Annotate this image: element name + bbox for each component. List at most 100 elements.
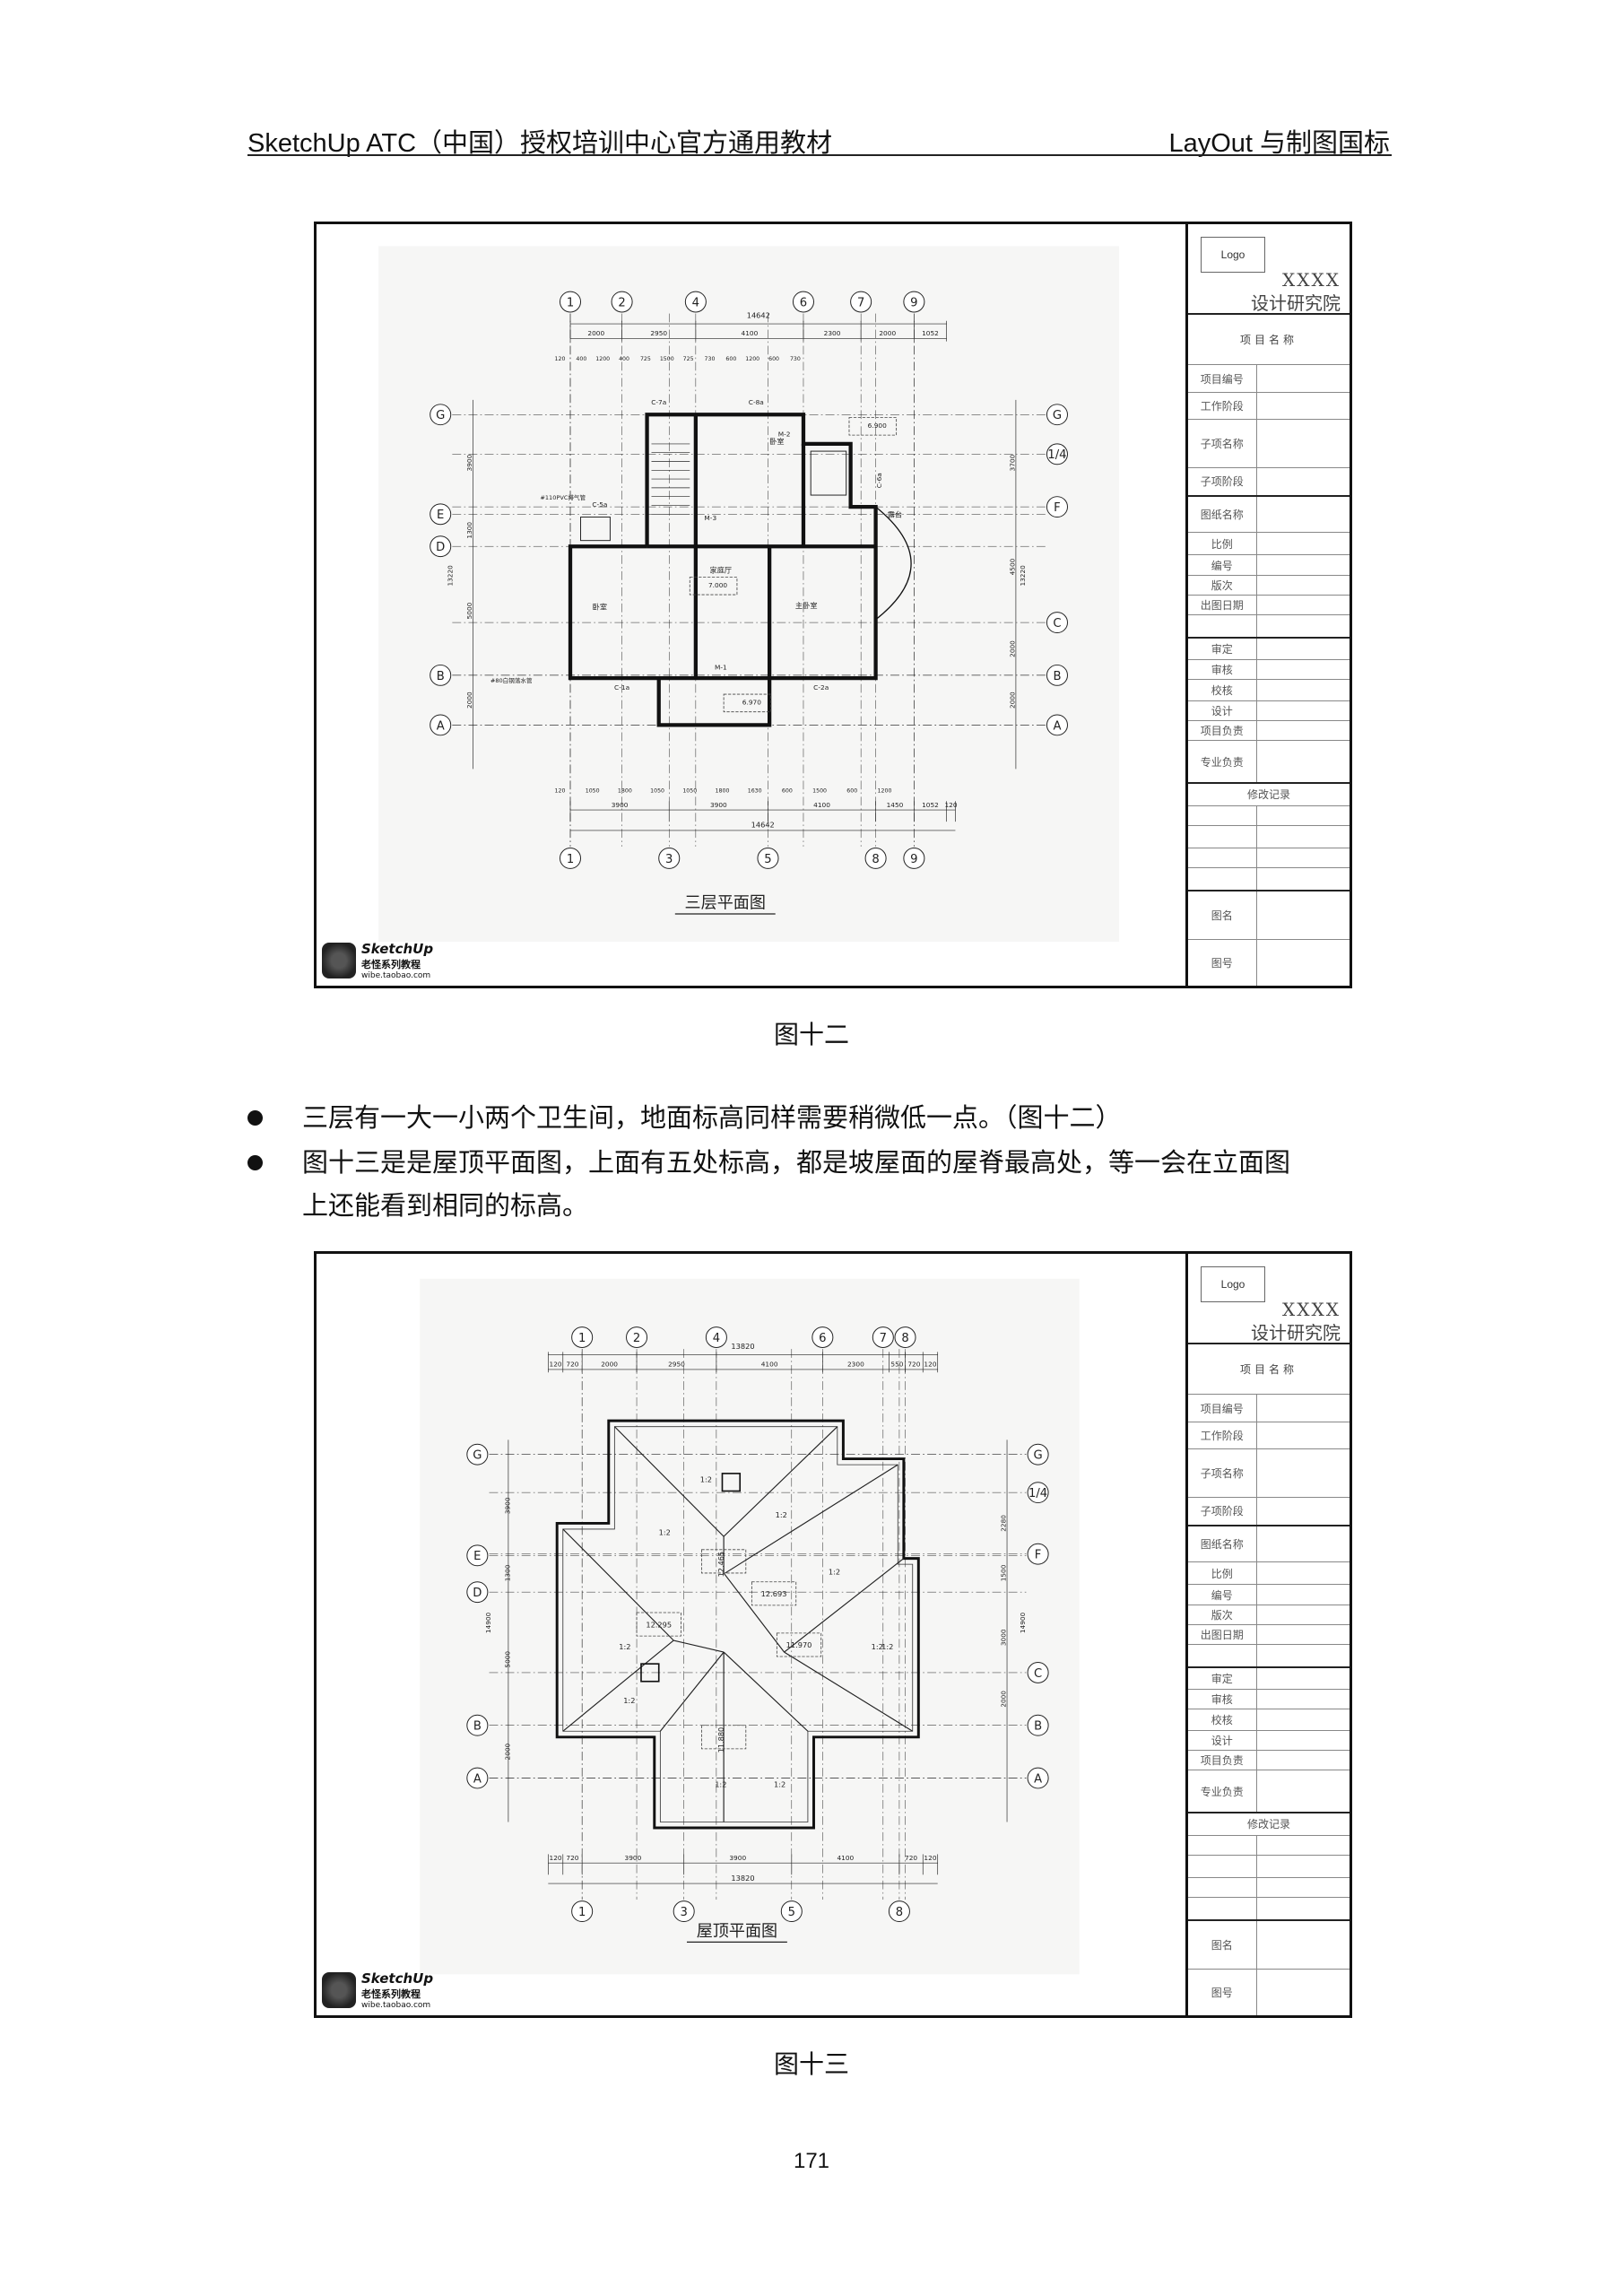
axis-bubble (894, 1326, 916, 1348)
title-block-value (1257, 1625, 1350, 1644)
title-block-label: 比例 (1188, 1562, 1257, 1585)
dimension-label: 14900 (484, 1612, 492, 1633)
dimension-label: 2000 (465, 691, 473, 709)
bullet-text-2: 图十三是是屋顶平面图，上面有五处标高，都是坡屋面的屋脊最高处，等一会在立面图 (302, 1147, 1291, 1178)
slope-label: 1:2 (872, 1642, 883, 1651)
roof-ridge-line (562, 1528, 674, 1641)
balcony-arc (875, 506, 912, 621)
slope-label: 1:2 (623, 1696, 635, 1705)
axis-label: 8 (896, 1906, 903, 1919)
title-block-label: 图号 (1188, 1970, 1257, 2015)
dimension-label: 3900 (625, 1854, 642, 1862)
axis-bubble (466, 1581, 489, 1604)
title-block-value (1257, 660, 1350, 679)
dimension-label: 600 (846, 788, 857, 795)
axis-label: 4 (692, 296, 699, 309)
title-block-label: 审核 (1188, 1689, 1257, 1709)
axis-bubble (430, 714, 452, 736)
dimension-label: 725 (683, 356, 694, 362)
dimension-label: 3900 (729, 1854, 746, 1862)
axis-label: 4 (713, 1332, 720, 1345)
elevation-box (723, 693, 772, 713)
title-block-value (1257, 393, 1350, 419)
axis-label: 6 (819, 1332, 826, 1345)
axis-label: C (1034, 1667, 1042, 1681)
opening-label: M-2 (778, 430, 791, 439)
dimension-label: 2950 (668, 1361, 685, 1369)
dimension-label: 13220 (446, 565, 454, 587)
title-block-row: 比例 (1188, 1562, 1350, 1586)
dimension-label: 2000 (587, 329, 604, 337)
title-block-value (1257, 1645, 1350, 1666)
bathtub-icon (810, 450, 847, 496)
org-code: XXXX (1282, 269, 1341, 291)
dimension-label: 2300 (824, 329, 841, 337)
axis-label: 8 (872, 853, 879, 866)
title-block-value (1257, 940, 1350, 986)
title-block-row: 图纸名称 (1188, 1526, 1350, 1563)
header-left: SketchUp ATC（中国）授权培训中心官方通用教材 (247, 129, 833, 158)
axis-bubble (780, 1900, 803, 1922)
title-block-value (1257, 533, 1350, 554)
axis-bubble (626, 1326, 648, 1348)
title-block-row: 图号 (1188, 940, 1350, 986)
slope-label: 1:2 (776, 1510, 787, 1519)
title-block-row: 修改记录 (1188, 1813, 1350, 1836)
axis-bubble (430, 664, 452, 686)
title-block-row: 项目负责 (1188, 721, 1350, 742)
title-block-value (1257, 1921, 1350, 1969)
dimension-label: 4100 (742, 329, 759, 337)
dimension-label: 2950 (650, 329, 667, 337)
slope-label: 1:2 (659, 1528, 671, 1537)
axis-bubble (430, 404, 452, 426)
slope-label: 1:2 (715, 1779, 726, 1788)
title-block-row: 编号 (1188, 555, 1350, 576)
title-block-value (1257, 1731, 1350, 1750)
title-block-label: 项目负责 (1188, 721, 1257, 741)
elevation-box (701, 1725, 747, 1750)
project-name: 项目名称 (1188, 1344, 1350, 1396)
title-block-value (1257, 555, 1350, 574)
title-block-label: 项目编号 (1188, 365, 1257, 392)
dimension-label: 4100 (837, 1854, 854, 1862)
title-block-row: 审定 (1188, 1668, 1350, 1690)
dimension-label: 2000 (601, 1361, 618, 1369)
title-block-row: 专业负责 (1188, 741, 1350, 784)
axis-label: 9 (910, 853, 917, 866)
slope-label: 1:2 (829, 1568, 840, 1577)
title-block-row (1188, 805, 1350, 826)
opening-label: C-7a (651, 398, 666, 406)
title-block-row (1188, 848, 1350, 869)
axis-bubble (571, 1326, 594, 1348)
title-block-row: 项目负责 (1188, 1751, 1350, 1771)
title-block-label: 工作阶段 (1188, 1422, 1257, 1448)
title-block-label: 比例 (1188, 533, 1257, 555)
elevation-label: 12.295 (646, 1620, 672, 1629)
title-block-value (1257, 1690, 1350, 1709)
title-block-label (1188, 1877, 1257, 1898)
title-block-label (1188, 1835, 1257, 1855)
dimension-label: 120 (924, 1854, 936, 1862)
title-block-value (1257, 1562, 1350, 1584)
axis-bubble (705, 1326, 727, 1348)
axis-label: 1 (567, 296, 574, 309)
axis-label: B (1053, 670, 1061, 683)
title-block-value (1257, 1970, 1350, 2015)
axis-label: D (436, 541, 445, 554)
title-block-value (1257, 826, 1350, 848)
dimension-label: 1630 (748, 788, 762, 795)
slope-label: 1:2 (774, 1779, 785, 1788)
title-block-row: 图号 (1188, 1970, 1350, 2015)
chimney (640, 1663, 660, 1683)
dimension-label: 2300 (847, 1361, 864, 1369)
opening-label: C-2a (813, 683, 829, 691)
axis-bubble (1046, 664, 1068, 686)
dimension-label: 4500 (1008, 558, 1016, 575)
axis-label: E (437, 509, 444, 522)
opening-label: M-1 (715, 663, 727, 671)
dimension-label: 730 (705, 356, 716, 362)
